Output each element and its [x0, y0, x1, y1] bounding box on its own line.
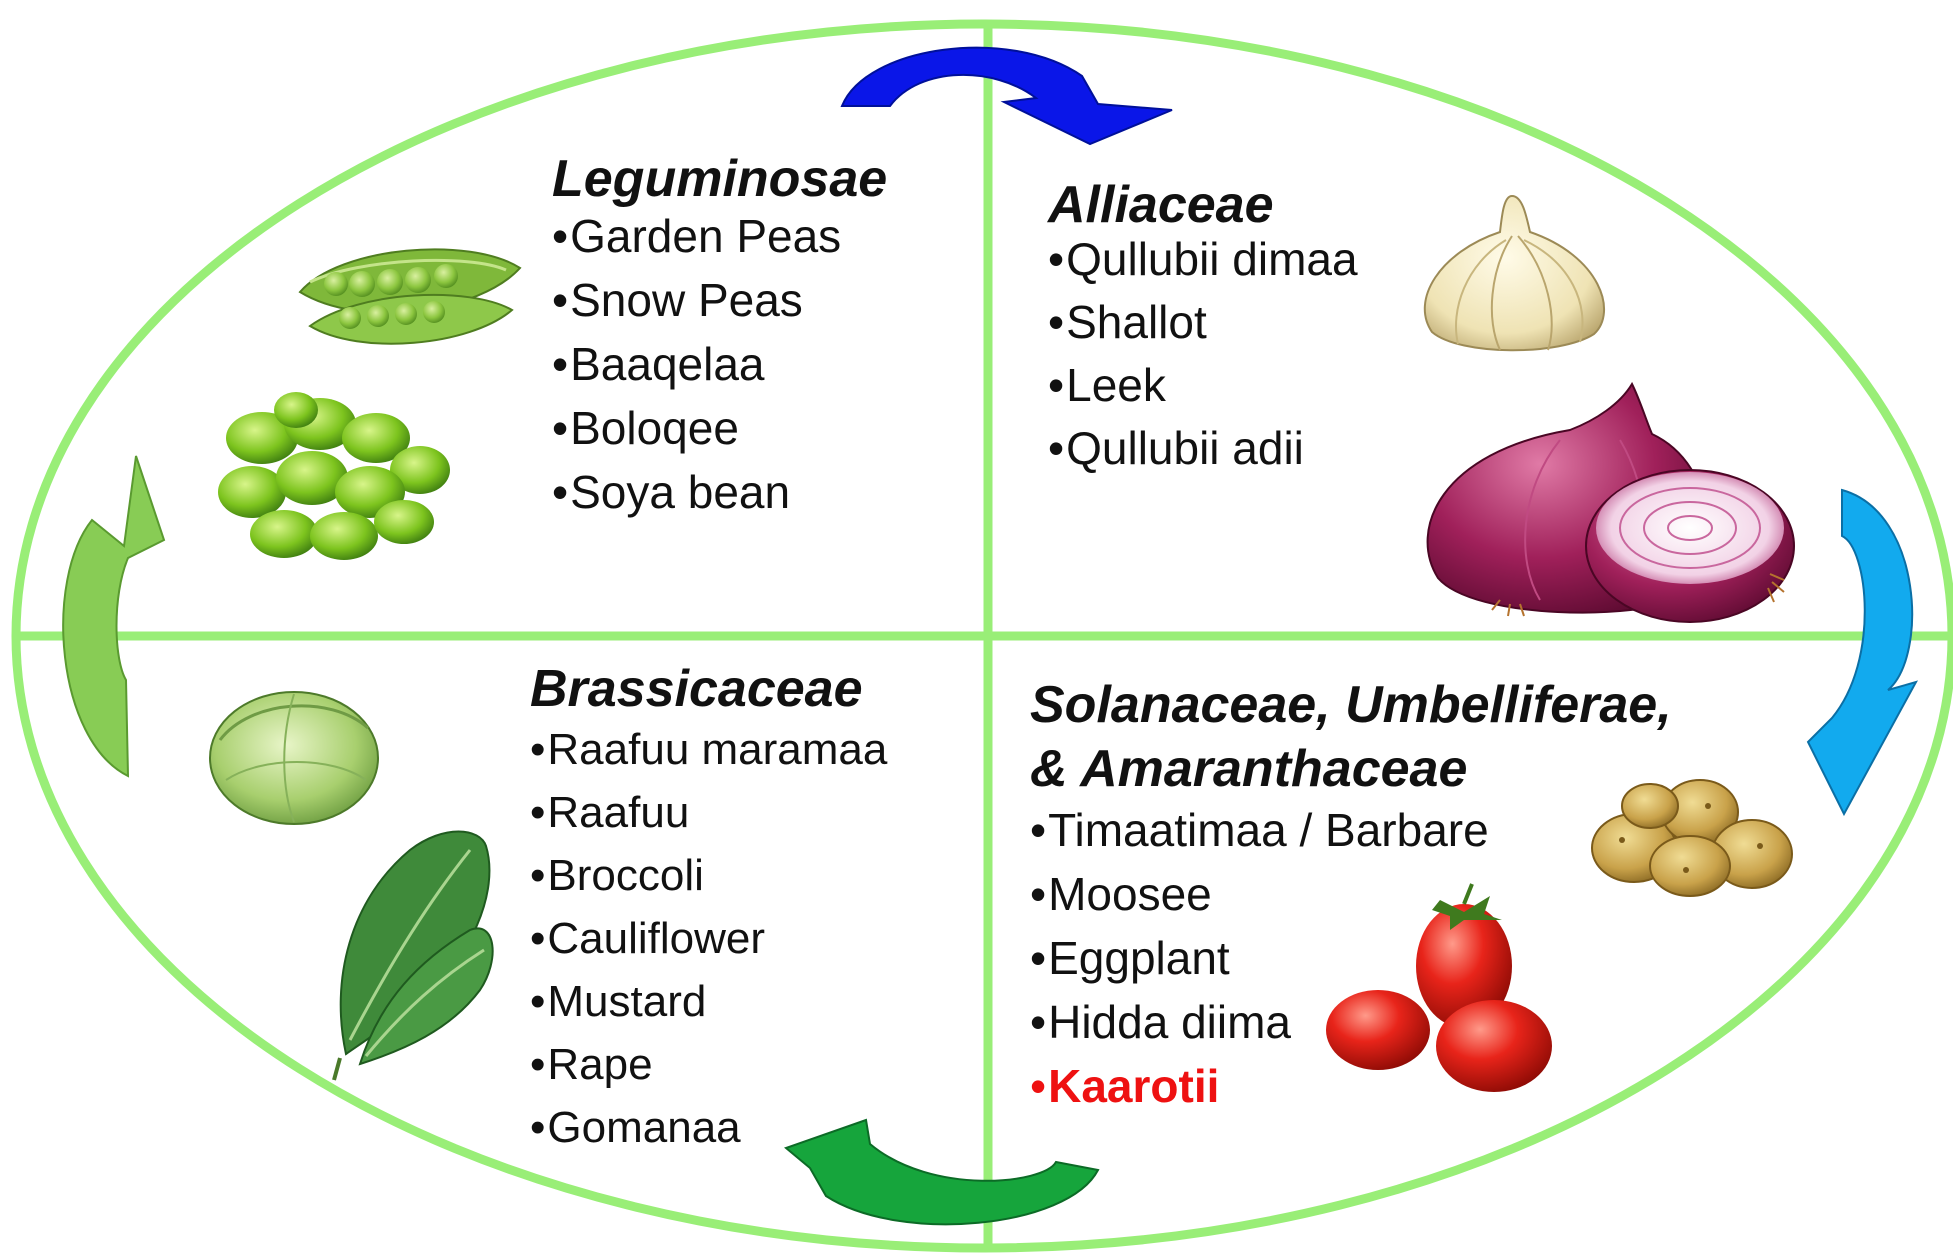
crop-item: •Moosee	[1030, 862, 1672, 926]
crop-name: Eggplant	[1048, 932, 1230, 984]
bullet: •	[552, 466, 568, 518]
crop-item: •Leek	[1048, 354, 1358, 417]
arrow-right-icon	[1808, 490, 1916, 814]
bullet: •	[1048, 422, 1064, 474]
bullet: •	[552, 274, 568, 326]
crop-item: •Cauliflower	[530, 907, 887, 970]
crop-item: •Broccoli	[530, 844, 887, 907]
bullet: •	[530, 788, 545, 837]
quadrant-title-line2: & Amaranthaceae	[1030, 740, 1672, 798]
crop-name: Kaarotii	[1048, 1060, 1219, 1112]
bullet: •	[530, 1040, 545, 1089]
crop-name: Raafuu	[547, 788, 689, 837]
crop-list: •Timaatimaa / Barbare•Moosee•Eggplant•Hi…	[1030, 798, 1672, 1118]
quadrant-solanaceae: Solanaceae, Umbelliferae, & Amaranthacea…	[1030, 676, 1672, 1118]
crop-item: •Timaatimaa / Barbare	[1030, 798, 1672, 862]
quadrant-title: Leguminosae	[552, 150, 887, 208]
crop-name: Leek	[1066, 359, 1166, 411]
crop-name: Mustard	[547, 977, 706, 1026]
bullet: •	[530, 977, 545, 1026]
bullet: •	[1030, 868, 1046, 920]
quadrant-alliaceae: Alliaceae •Qullubii dimaa•Shallot•Leek•Q…	[1048, 176, 1358, 480]
red-onion-icon	[1428, 384, 1794, 622]
crop-item: •Boloqee	[552, 396, 887, 460]
bullet: •	[530, 851, 545, 900]
crop-item: •Raafuu	[530, 781, 887, 844]
quadrant-title: Brassicaceae	[530, 660, 887, 718]
crop-item: •Shallot	[1048, 291, 1358, 354]
crop-item: •Mustard	[530, 970, 887, 1033]
crop-list: •Qullubii dimaa•Shallot•Leek•Qullubii ad…	[1048, 228, 1358, 480]
quadrant-leguminosae: Leguminosae •Garden Peas•Snow Peas•Baaqe…	[552, 150, 887, 524]
crop-name: Qullubii adii	[1066, 422, 1304, 474]
cabbage-icon	[210, 692, 378, 824]
crop-name: Raafuu maramaa	[547, 725, 887, 774]
bullet: •	[530, 914, 545, 963]
crop-name: Broccoli	[547, 851, 704, 900]
bullet: •	[552, 402, 568, 454]
crop-name: Timaatimaa / Barbare	[1048, 804, 1489, 856]
crop-name: Cauliflower	[547, 914, 765, 963]
crop-list: •Garden Peas•Snow Peas•Baaqelaa•Boloqee•…	[552, 204, 887, 524]
bullet: •	[552, 210, 568, 262]
crop-name: Moosee	[1048, 868, 1212, 920]
bullet: •	[1030, 932, 1046, 984]
arrow-left-icon	[63, 456, 164, 776]
crop-name: Qullubii dimaa	[1066, 233, 1357, 285]
crop-item: •Snow Peas	[552, 268, 887, 332]
bullet: •	[1030, 804, 1046, 856]
quadrant-title-line1: Solanaceae, Umbelliferae,	[1030, 676, 1672, 734]
crop-item: •Hidda diima	[1030, 990, 1672, 1054]
crop-item: •Garden Peas	[552, 204, 887, 268]
crop-item: •Gomanaa	[530, 1096, 887, 1159]
crop-item: •Raafuu maramaa	[530, 718, 887, 781]
crop-item: •Eggplant	[1030, 926, 1672, 990]
crop-item: •Rape	[530, 1033, 887, 1096]
bullet: •	[1030, 1060, 1046, 1112]
crop-name: Snow Peas	[570, 274, 803, 326]
crop-name: Hidda diima	[1048, 996, 1291, 1048]
kale-leaf-icon	[334, 832, 493, 1081]
crop-list: •Raafuu maramaa•Raafuu•Broccoli•Cauliflo…	[530, 718, 887, 1159]
bullet: •	[1048, 233, 1064, 285]
crop-name: Shallot	[1066, 296, 1207, 348]
bullet: •	[530, 725, 545, 774]
crop-item-highlighted: •Kaarotii	[1030, 1054, 1672, 1118]
crop-item: •Baaqelaa	[552, 332, 887, 396]
bullet: •	[1048, 296, 1064, 348]
crop-item: •Qullubii dimaa	[1048, 228, 1358, 291]
quadrant-title: Alliaceae	[1048, 176, 1358, 234]
crop-name: Soya bean	[570, 466, 790, 518]
crop-item: •Soya bean	[552, 460, 887, 524]
arrow-top-icon	[842, 48, 1172, 144]
crop-name: Garden Peas	[570, 210, 841, 262]
crop-name: Boloqee	[570, 402, 739, 454]
crop-name: Baaqelaa	[570, 338, 764, 390]
crop-name: Rape	[547, 1040, 652, 1089]
crop-name: Gomanaa	[547, 1103, 740, 1152]
pea-pod-icon	[300, 249, 520, 343]
broad-bean-icon	[218, 392, 450, 560]
quadrant-brassicaceae: Brassicaceae •Raafuu maramaa•Raafuu•Broc…	[530, 660, 887, 1159]
bullet: •	[1048, 359, 1064, 411]
bullet: •	[1030, 996, 1046, 1048]
bullet: •	[552, 338, 568, 390]
bullet: •	[530, 1103, 545, 1152]
crop-item: •Qullubii adii	[1048, 417, 1358, 480]
garlic-bulb-icon	[1425, 196, 1604, 350]
